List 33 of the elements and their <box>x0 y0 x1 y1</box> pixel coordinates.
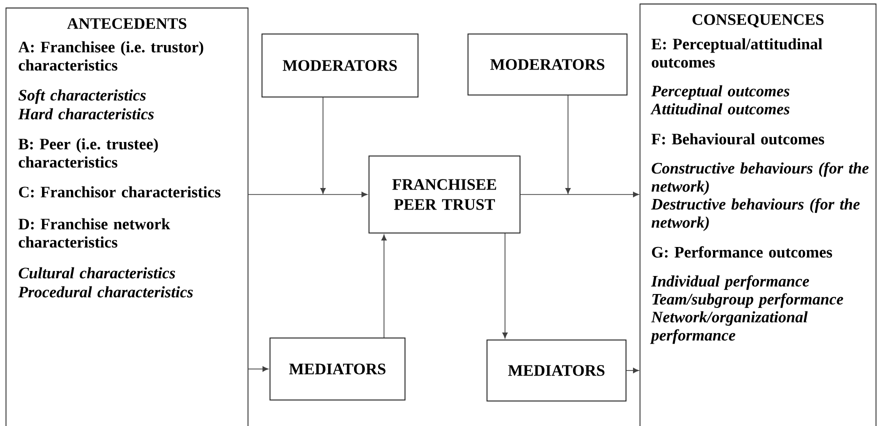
list-item: Perceptual outcomes <box>651 85 790 100</box>
list-item: Cultural characteristics <box>18 267 176 278</box>
category-label: B: Peer (i.e. trustee) characteristics <box>18 138 158 168</box>
category-label: C: Franchisor characteristics <box>18 186 220 198</box>
arrow <box>248 366 268 372</box>
category-label: D: Franchise network characteristics <box>18 218 170 248</box>
mediator-box: MEDIATORS <box>486 340 626 402</box>
category-label: E: Perceptual/attitudinal outcomes <box>651 38 822 68</box>
category-label: F: Behavioural outcomes <box>651 133 824 145</box>
arrow <box>626 368 639 374</box>
category-label: A: Franchisee (i.e. trustor) characteristics <box>18 41 204 71</box>
heading: CONSEQUENCES <box>692 14 824 28</box>
list-item: Constructive behaviours (for the network) <box>652 162 869 196</box>
arrow <box>248 192 368 198</box>
arrow <box>381 234 387 338</box>
moderator-box: MODERATORS <box>262 34 418 98</box>
list-item: Individual performance <box>651 275 810 290</box>
list-item: Destructive behaviours (for the network) <box>651 198 860 232</box>
list-item: Team/subgroup performance <box>652 293 844 308</box>
list-item: Network/organizational performance <box>650 311 808 344</box>
moderator-box: MODERATORS <box>468 34 628 96</box>
trust-box: FRANCHISEE PEER TRUST <box>368 156 520 234</box>
arrow <box>320 97 326 194</box>
heading: ANTECEDENTS <box>67 18 186 29</box>
category-label: G: Performance outcomes <box>652 246 832 258</box>
arrow <box>520 192 639 198</box>
arrow <box>502 233 508 338</box>
list-item: Procedural characteristics <box>18 286 193 298</box>
list-item: Soft characteristics <box>18 89 146 104</box>
list-item: Hard characteristics <box>18 108 154 120</box>
arrow <box>565 95 571 194</box>
list-item: Attitudinal outcomes <box>650 103 790 114</box>
mediator-box: MEDIATORS <box>270 338 406 400</box>
